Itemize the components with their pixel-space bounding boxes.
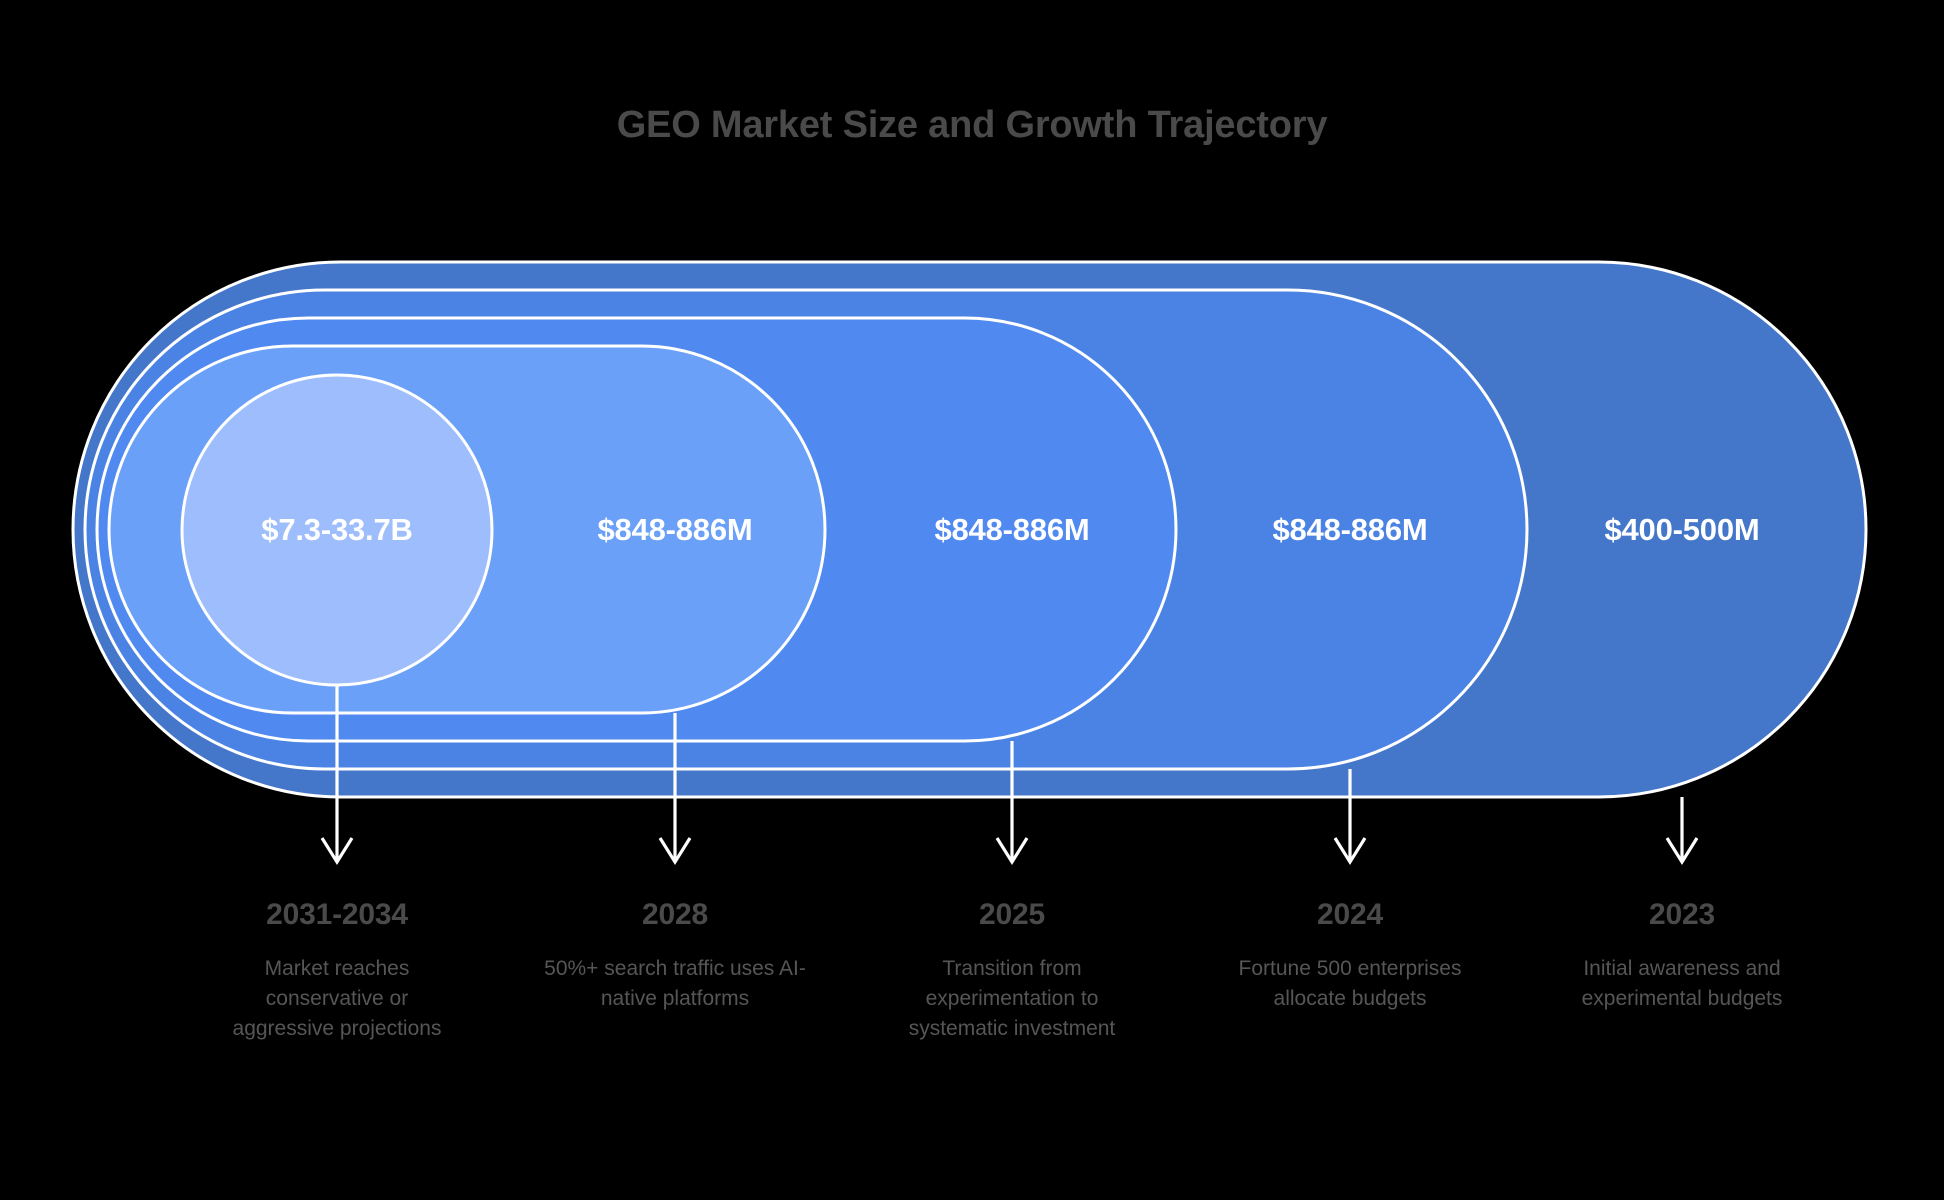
axis-column-2024[interactable]: 2024 Fortune 500 enterprises allocate bu… [1208,898,1493,1014]
axis-year-2028: 2028 [642,898,708,931]
funnel-value-2023: $400-500M [1604,512,1760,547]
axis-desc-2025: Transition from experimentation to syste… [908,957,1116,1040]
connector-arrow-2028 [658,713,692,866]
page-title: GEO Market Size and Growth Trajectory [616,104,1328,146]
connector-arrows [320,685,1699,866]
axis-desc-2024: Fortune 500 enterprises allocate budgets [1238,957,1462,1010]
axis-year-2023: 2023 [1649,898,1715,931]
axis-column-2023[interactable]: 2023 Initial awareness and experimental … [1550,898,1815,1014]
axis-desc-2028: 50%+ search traffic uses AI-native platf… [544,957,806,1010]
axis-column-2031-2034[interactable]: 2031-2034 Market reaches conservative or… [222,898,452,1043]
connector-arrow-2023 [1665,797,1699,866]
axis-column-2028[interactable]: 2028 50%+ search traffic uses AI-native … [543,898,808,1014]
axis-desc-2023: Initial awareness and experimental budge… [1581,957,1783,1010]
funnel-value-2031-2034: $7.3-33.7B [261,512,413,547]
connector-arrow-2031-2034 [320,685,354,866]
axis-year-2031-2034: 2031-2034 [266,898,408,931]
funnel-value-2028: $848-886M [597,512,753,547]
axis-year-2025: 2025 [979,898,1045,931]
funnel-value-2024: $848-886M [1272,512,1428,547]
connector-arrow-2024 [1333,769,1367,866]
funnel-value-2025: $848-886M [934,512,1090,547]
connector-arrow-2025 [995,741,1029,866]
axis-year-2024: 2024 [1317,898,1383,931]
axis-desc-2031-2034: Market reaches conservative or aggressiv… [232,957,442,1040]
axis-column-2025[interactable]: 2025 Transition from experimentation to … [890,898,1135,1043]
